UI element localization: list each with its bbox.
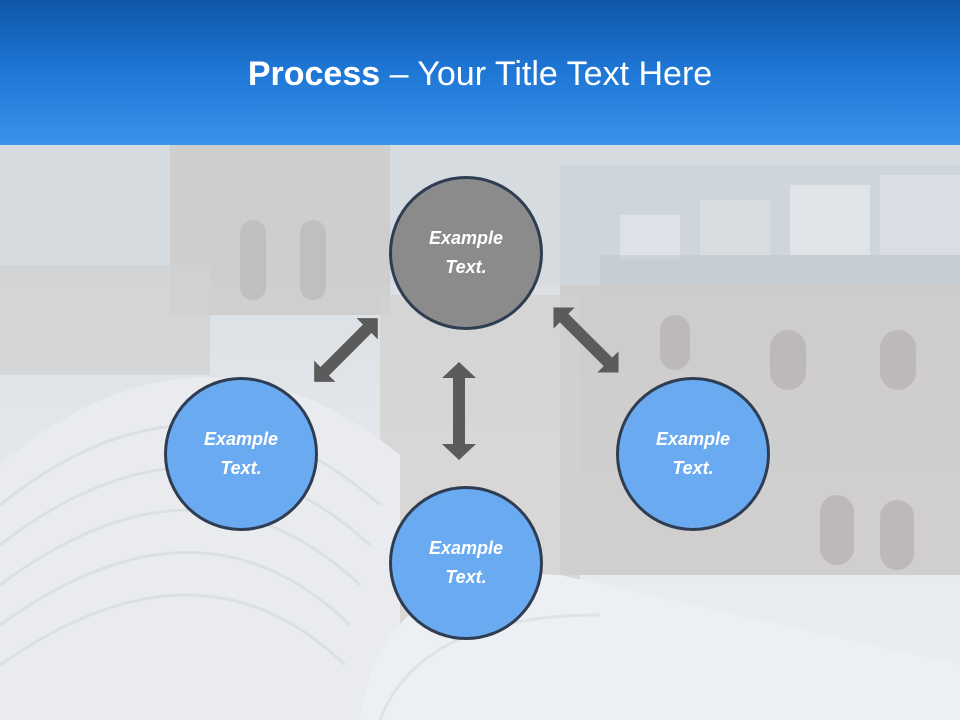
process-node-bottom: Example Text. [389,486,543,640]
process-node-top: Example Text. [389,176,543,330]
node-left-text: Example Text. [203,429,279,478]
node-top-text: Example Text. [428,228,504,277]
title-bar: Process – Your Title Text Here [0,0,960,145]
process-node-right: Example Text. [616,377,770,531]
arrow-top-left [314,318,378,382]
slide-title: Process – Your Title Text Here [0,52,960,96]
process-node-left: Example Text. [164,377,318,531]
arrow-top-right [553,307,619,373]
node-right-text: Example Text. [655,429,731,478]
title-strong: Process [247,55,381,93]
title-rest: – Your Title Text Here [380,55,713,93]
arrow-vertical [442,362,476,460]
node-bottom-text: Example Text. [428,538,504,587]
